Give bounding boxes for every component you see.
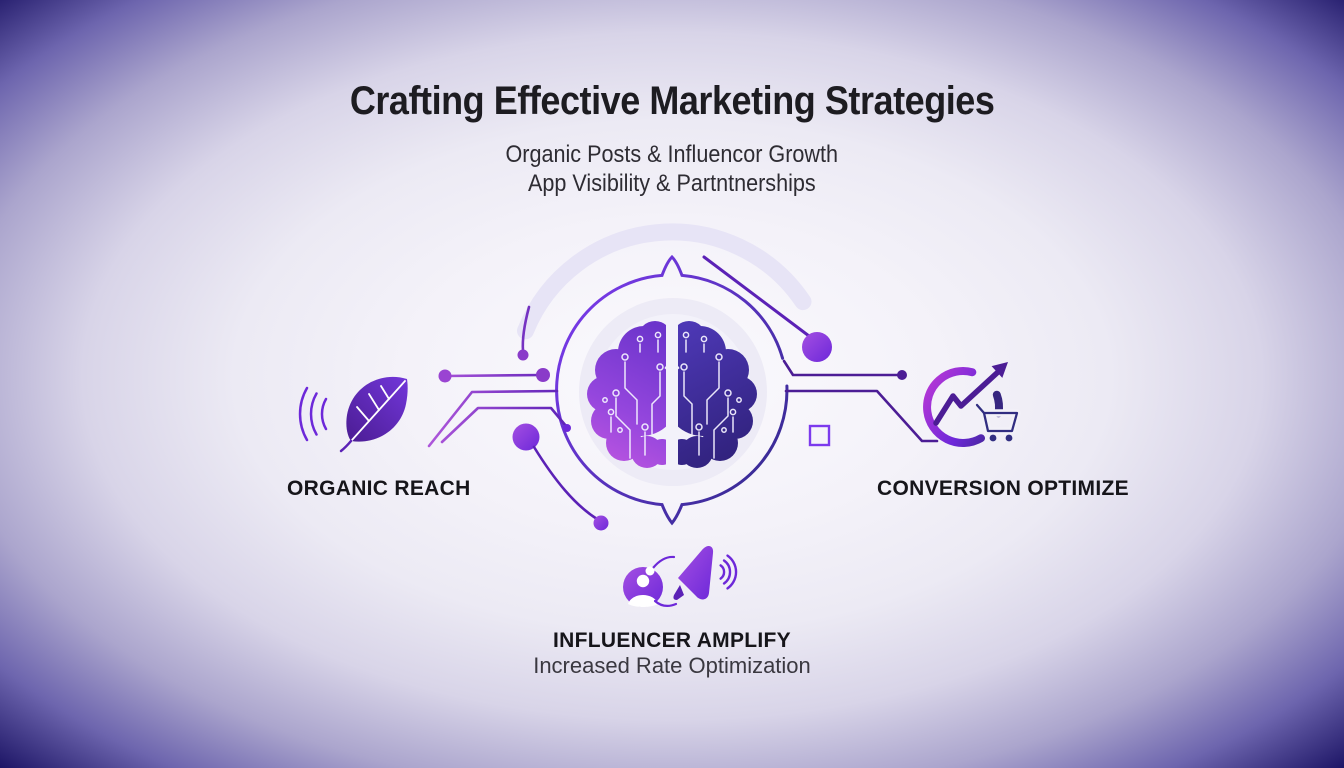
node-dot <box>536 368 550 382</box>
megaphone-icon <box>678 546 714 600</box>
node-dot <box>438 369 452 383</box>
connector-influencer <box>532 445 599 521</box>
leaf-broadcast-icon <box>298 376 408 453</box>
label-conversion-optimize: CONVERSION OPTIMIZE <box>877 477 1129 500</box>
influencer-megaphone-icon <box>623 546 738 608</box>
decor-arc-top <box>517 223 812 340</box>
connector-organic <box>427 305 568 448</box>
label-organic-reach: ORGANIC REACH <box>287 477 471 500</box>
node-dot <box>517 349 529 361</box>
node-dot <box>593 515 609 531</box>
node-dot <box>897 370 907 380</box>
node-dot <box>563 424 571 432</box>
circuit-brain-icon <box>587 321 757 468</box>
subtitle-line-1: Organic Posts & Influencor Growth <box>505 141 839 168</box>
arrow-head-icon <box>991 362 1008 378</box>
page-title: Crafting Effective Marketing Strategies <box>349 79 995 123</box>
node-dot-large <box>512 423 540 451</box>
growth-chart-cart-icon <box>923 362 1021 447</box>
label-influencer-sublabel: Increased Rate Optimization <box>533 653 811 678</box>
decor-square <box>808 424 831 447</box>
connector-top-right <box>702 255 811 338</box>
subtitle-line-2: App Visibility & Partntnerships <box>528 170 816 197</box>
broadcast-waves-icon <box>298 386 328 442</box>
node-dot-large <box>802 332 832 362</box>
sound-waves-icon <box>719 554 738 590</box>
hub-ring <box>555 254 789 526</box>
cart-icon <box>973 401 1021 442</box>
connector-conversion <box>782 359 939 443</box>
label-influencer-amplify: INFLUENCER AMPLIFY <box>553 629 791 652</box>
